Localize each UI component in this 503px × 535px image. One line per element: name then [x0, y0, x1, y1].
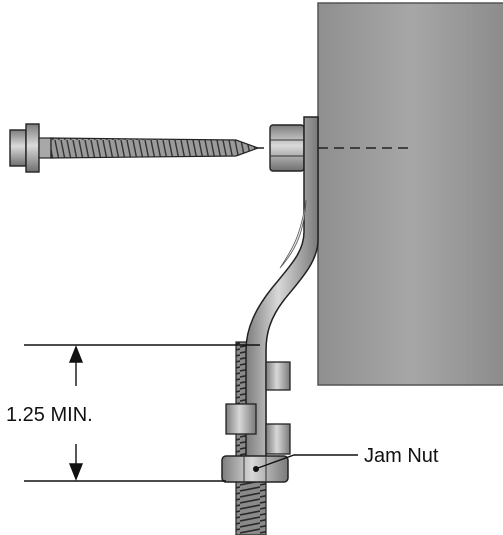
jam-nut — [221, 455, 289, 483]
dimension-label: 1.25 MIN. — [6, 404, 93, 426]
rod-clip-upper — [265, 361, 291, 391]
jam-nut-label: Jam Nut — [364, 445, 439, 467]
rod-clip-lower — [265, 423, 291, 455]
jam-nut-leader — [257, 454, 358, 469]
rod-clip-middle — [225, 403, 257, 435]
dimension-markers — [24, 344, 260, 482]
wall-panel — [317, 2, 503, 386]
panel-nut — [269, 124, 305, 172]
lag-screw — [9, 123, 260, 173]
